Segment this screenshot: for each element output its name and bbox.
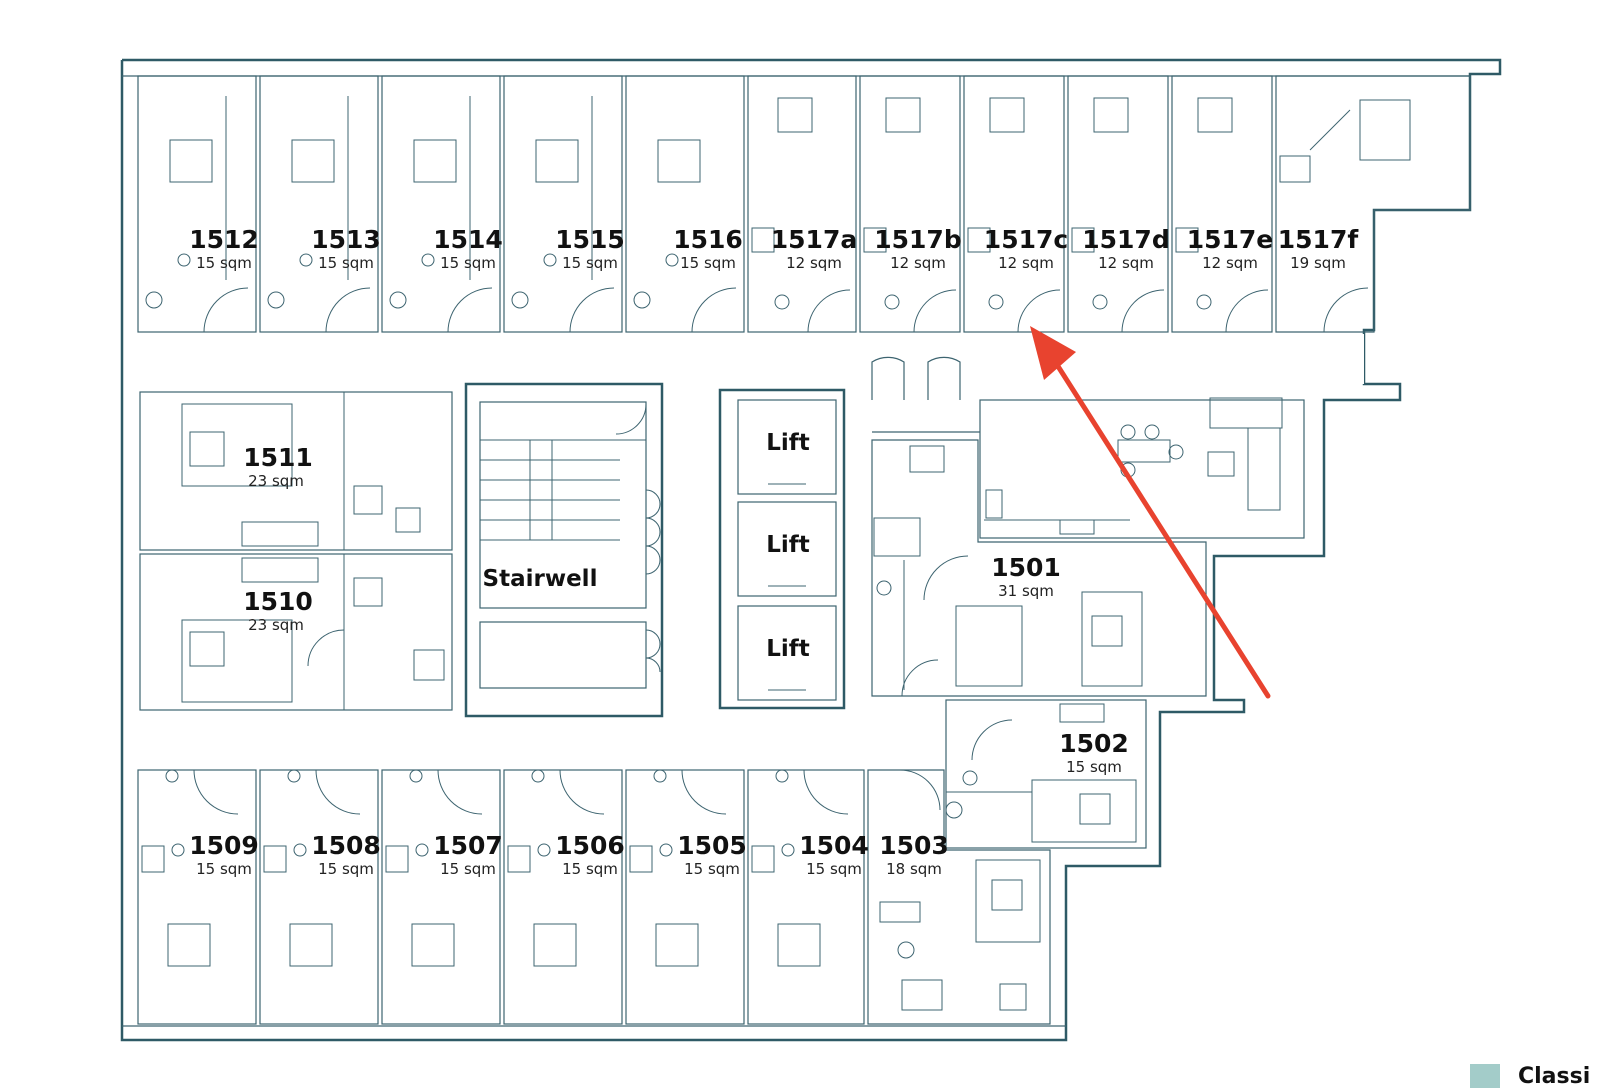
room-number: 1502	[1059, 729, 1129, 758]
room-number: 1501	[991, 553, 1061, 582]
corridor-top	[138, 334, 1364, 384]
stairwell-label: Stairwell	[483, 566, 598, 592]
room-number: 1517d	[1082, 225, 1169, 254]
room-area: 15 sqm	[440, 860, 496, 878]
room-1513[interactable]: 1513 15 sqm	[259, 75, 381, 333]
room-number: 1515	[555, 225, 625, 254]
stairwell: Stairwell	[464, 382, 664, 718]
legend: Classi	[1470, 1063, 1591, 1089]
annotation-arrow	[1030, 326, 1271, 699]
room-1517e[interactable]: 1517e 12 sqm	[1171, 75, 1274, 333]
room-1514[interactable]: 1514 15 sqm	[381, 75, 503, 333]
room-area: 15 sqm	[562, 254, 618, 272]
room-area: 18 sqm	[886, 860, 942, 878]
room-1517b[interactable]: 1517b 12 sqm	[859, 75, 962, 333]
room-number: 1517c	[984, 225, 1068, 254]
room-1517a[interactable]: 1517a 12 sqm	[747, 75, 857, 333]
room-area: 15 sqm	[196, 860, 252, 878]
room-1511[interactable]: 1511 23 sqm	[139, 391, 453, 551]
room-area: 15 sqm	[684, 860, 740, 878]
corridor-bottom	[138, 716, 868, 766]
room-number: 1509	[189, 831, 259, 860]
room-1508[interactable]: 1508 15 sqm	[259, 769, 381, 1025]
room-area: 12 sqm	[1202, 254, 1258, 272]
room-1507[interactable]: 1507 15 sqm	[381, 769, 503, 1025]
room-area: 15 sqm	[562, 860, 618, 878]
legend-label: Classi	[1518, 1063, 1591, 1089]
room-1517c[interactable]: 1517c 12 sqm	[963, 75, 1068, 333]
room-number: 1511	[243, 443, 313, 472]
room-area: 12 sqm	[890, 254, 946, 272]
room-number: 1510	[243, 587, 313, 616]
room-number: 1517b	[874, 225, 961, 254]
room-1517d[interactable]: 1517d 12 sqm	[1067, 75, 1170, 333]
communal-lounge	[979, 397, 1305, 539]
room-area: 15 sqm	[318, 860, 374, 878]
room-1503[interactable]: 1503 18 sqm	[867, 769, 1051, 1025]
room-1505[interactable]: 1505 15 sqm	[625, 769, 747, 1025]
room-number: 1517a	[771, 225, 857, 254]
lobby-doors	[871, 356, 980, 433]
room-1516[interactable]: 1516 15 sqm	[625, 75, 745, 333]
room-area: 15 sqm	[196, 254, 252, 272]
room-area: 12 sqm	[786, 254, 842, 272]
room-1509[interactable]: 1509 15 sqm	[137, 769, 259, 1025]
room-area: 15 sqm	[440, 254, 496, 272]
room-number: 1514	[433, 225, 503, 254]
room-number: 1504	[799, 831, 869, 860]
room-number: 1508	[311, 831, 381, 860]
lift-1: Lift	[718, 388, 846, 710]
lift-2: Lift	[737, 501, 837, 597]
room-1517f[interactable]: 1517f 19 sqm	[1275, 75, 1471, 333]
room-1515[interactable]: 1515 15 sqm	[503, 75, 625, 333]
lift-label: Lift	[766, 532, 810, 558]
room-area: 12 sqm	[1098, 254, 1154, 272]
room-1502[interactable]: 1502 15 sqm	[945, 699, 1147, 849]
lift-label: Lift	[766, 430, 810, 456]
room-area: 23 sqm	[248, 616, 304, 634]
room-area: 23 sqm	[248, 472, 304, 490]
room-number: 1507	[433, 831, 503, 860]
room-number: 1506	[555, 831, 625, 860]
room-1506[interactable]: 1506 15 sqm	[503, 769, 625, 1025]
room-area: 15 sqm	[680, 254, 736, 272]
legend-swatch	[1470, 1064, 1500, 1088]
room-number: 1505	[677, 831, 747, 860]
room-area: 15 sqm	[806, 860, 862, 878]
lift-3: Lift	[737, 605, 837, 701]
room-area: 19 sqm	[1290, 254, 1346, 272]
room-area: 15 sqm	[318, 254, 374, 272]
lift-label: Lift	[766, 636, 810, 662]
room-number: 1503	[879, 831, 949, 860]
room-number: 1517e	[1187, 225, 1274, 254]
room-number: 1513	[311, 225, 381, 254]
room-area: 12 sqm	[998, 254, 1054, 272]
room-area: 31 sqm	[998, 582, 1054, 600]
room-1512[interactable]: 1512 15 sqm	[137, 75, 259, 333]
room-1504[interactable]: 1504 15 sqm	[747, 769, 869, 1025]
room-number: 1512	[189, 225, 259, 254]
room-number: 1517f	[1278, 225, 1360, 254]
room-1510[interactable]: 1510 23 sqm	[139, 553, 453, 711]
room-number: 1516	[673, 225, 743, 254]
room-area: 15 sqm	[1066, 758, 1122, 776]
room-1501[interactable]: 1501 31 sqm	[871, 439, 1207, 697]
